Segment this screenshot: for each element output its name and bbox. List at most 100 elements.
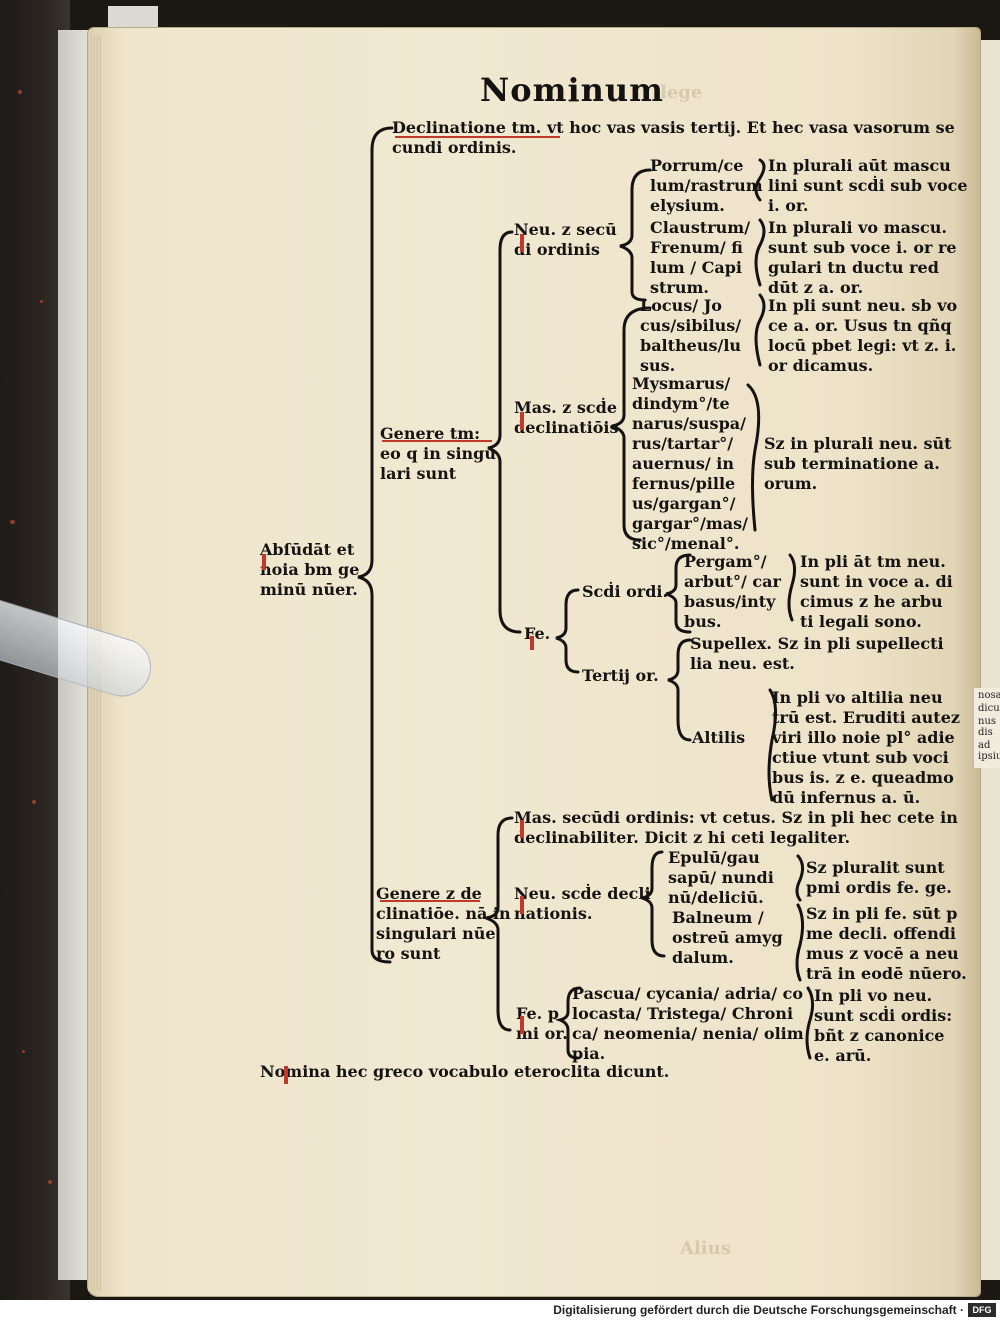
masculinum-secundi-line: declinabiliter. Dicit z hi ceti legalite… — [514, 828, 958, 848]
balneum-note-line: Sz in pli fe. sūt p — [806, 904, 967, 924]
porrum-line: lum/rastrum — [650, 176, 763, 196]
supellex-line: lia neu. est. — [690, 654, 944, 674]
epulum-line: sapū/ nundi — [668, 868, 774, 888]
balneum-line: dalum. — [672, 948, 783, 968]
pascua-note-line: In pli vo neu. — [814, 986, 952, 1006]
altilis-note-line: viri illo noie pl° adie — [772, 728, 960, 748]
neutrum-secunde-line: nationis. — [514, 904, 651, 924]
rubric-stroke — [520, 412, 524, 430]
locus-line: Locus/ Jo — [640, 296, 741, 316]
mysmarus-line: sic°/menal°. — [632, 534, 748, 554]
cover-speck — [10, 520, 15, 524]
altilis-note-line: ctiue vtunt sub voci — [772, 748, 960, 768]
altilis-note-line: bus is. z e. queadmo — [772, 768, 960, 788]
show-through-text: Alius — [680, 1238, 731, 1259]
cover-speck — [48, 1180, 52, 1184]
pascua-list: Pascua/ cycania/ adria/ co locasta/ Tris… — [572, 984, 804, 1064]
mysmarus-line: Mysmarus/ — [632, 374, 748, 394]
porrum-list: Porrum/ce lum/rastrum elysium. — [650, 156, 763, 216]
pergamus-note-line: sunt in voce a. di — [800, 572, 953, 592]
masculinum-secundi-entry: Mas. secūdi ordinis: vt cetus. Sz in pli… — [514, 808, 958, 848]
locus-note: In pli sunt neu. sb vo ce a. or. Usus tn… — [768, 296, 957, 376]
rubric-underline — [382, 440, 492, 442]
balneum-line: Balneum / — [672, 908, 783, 928]
dfg-logo[interactable]: DFG — [968, 1303, 996, 1317]
pergamus-line: arbut°/ car — [684, 572, 781, 592]
epulum-note-line: Sz pluralit sunt — [806, 858, 952, 878]
claustrum-note-line: dūt z a. or. — [768, 278, 957, 298]
balneum-note: Sz in pli fe. sūt p me decli. offendi mu… — [806, 904, 967, 984]
secundi-ordinis-label: Scḋi ordi. — [582, 582, 668, 602]
balneum-note-line: me decli. offendi — [806, 924, 967, 944]
locus-line: baltheus/lu — [640, 336, 741, 356]
mysmarus-note-line: Sz in plurali neu. sūt — [764, 434, 952, 454]
mysmarus-line: fernus/pille — [632, 474, 748, 494]
supellex-entry: Supellex. Sz in pli supellecti lia neu. … — [690, 634, 944, 674]
mysmarus-line: dindym°/te — [632, 394, 748, 414]
genere-declinatione-line: clinatiōe. nā in — [376, 904, 511, 924]
mysmarus-note: Sz in plurali neu. sūt sub terminatione … — [764, 434, 952, 494]
pergamus-list: Pergam°/ arbut°/ car basus/inty bus. — [684, 552, 781, 632]
show-through-text: lege — [660, 82, 702, 103]
declinatione-line-cont: cundi ordinis. — [392, 138, 517, 158]
genere-declinatione-heading: Genere z de clinatiōe. nā in singulari n… — [376, 884, 511, 964]
claustrum-note-line: In plurali vo mascu. — [768, 218, 957, 238]
pascua-note: In pli vo neu. sunt scḋi ordis: bñt z ca… — [814, 986, 952, 1066]
locus-list: Locus/ Jo cus/sibilus/ baltheus/lu sus. — [640, 296, 741, 376]
root-line: minū nūer. — [260, 580, 359, 600]
pergamus-line: Pergam°/ — [684, 552, 781, 572]
epulum-list: Epulū/gau sapū/ nundi nū/deliciū. — [668, 848, 774, 908]
claustrum-list: Claustrum/ Frenum/ fi lum / Capi strum. — [650, 218, 750, 298]
mysmarus-line: auernus/ in — [632, 454, 748, 474]
locus-note-line: or dicamus. — [768, 356, 957, 376]
altilis-note-line: trū est. Eruditi autez — [772, 708, 960, 728]
pascua-note-line: sunt scḋi ordis: — [814, 1006, 952, 1026]
pascua-line: ca/ neomenia/ nenia/ olim — [572, 1024, 804, 1044]
balneum-note-line: mus z vocē a neu — [806, 944, 967, 964]
locus-note-line: In pli sunt neu. sb vo — [768, 296, 957, 316]
mysmarus-line: us/gargan°/ — [632, 494, 748, 514]
balneum-note-line: trā in eodē nūero. — [806, 964, 967, 984]
claustrum-line: strum. — [650, 278, 750, 298]
rubric-stroke — [262, 554, 266, 570]
claustrum-note: In plurali vo mascu. sunt sub voce i. or… — [768, 218, 957, 298]
porrum-note-line: i. or. — [768, 196, 968, 216]
locus-line: cus/sibilus/ — [640, 316, 741, 336]
claustrum-line: Frenum/ fi — [650, 238, 750, 258]
balneum-list: Balneum / ostreū amyg dalum. — [672, 908, 783, 968]
pascua-line: locasta/ Tristega/ Chroni — [572, 1004, 804, 1024]
claustrum-note-line: sunt sub voce i. or re — [768, 238, 957, 258]
pergamus-line: bus. — [684, 612, 781, 632]
tertii-ordinis-label: Tertij or. — [582, 666, 659, 686]
balneum-line: ostreū amyg — [672, 928, 783, 948]
pascua-note-line: bñt z canonice — [814, 1026, 952, 1046]
neutrum-secundi-line: Neu. z secū — [514, 220, 617, 240]
porrum-note-line: lini sunt scḋi sub voce — [768, 176, 968, 196]
masculinum-secunde-line: Mas. z scḋe — [514, 398, 624, 418]
claustrum-note-line: gulari tn ductu red — [768, 258, 957, 278]
rubric-underline — [395, 136, 560, 138]
closing-line: Nomina hec greco vocabulo eteroclita dic… — [260, 1062, 669, 1082]
mysmarus-line: gargar°/mas/ — [632, 514, 748, 534]
genere-declinatione-line: singulari nūe — [376, 924, 511, 944]
cover-speck — [32, 800, 36, 804]
pergamus-note-line: ti legali sono. — [800, 612, 953, 632]
mysmarus-line: narus/suspa/ — [632, 414, 748, 434]
viewer-footer-bar: Digitalisierung gefördert durch die Deut… — [0, 1300, 1000, 1321]
root-line: Abſūdāt et — [260, 540, 359, 560]
altilis-note-line: In pli vo altilia neu — [772, 688, 960, 708]
masculinum-secunde-heading: Mas. z scḋe declinatiōis. — [514, 398, 624, 438]
locus-line: sus. — [640, 356, 741, 376]
cover-speck — [40, 300, 43, 303]
porrum-line: elysium. — [650, 196, 763, 216]
genere-tantum-heading: Genere tm: eo q in singu lari sunt — [380, 424, 496, 484]
genere-tantum-line: lari sunt — [380, 464, 496, 484]
neutrum-secunde-heading: Neu. scḋe decli nationis. — [514, 884, 651, 924]
funding-credit: Digitalisierung gefördert durch die Deut… — [553, 1303, 964, 1317]
facing-page-margin-note: nosa dicunt nus dis ad ipsius — [973, 688, 1000, 768]
mysmarus-line: rus/tartar°/ — [632, 434, 748, 454]
altilis-label: Altilis — [692, 728, 745, 748]
masculinum-secunde-line: declinatiōis. — [514, 418, 624, 438]
mysmarus-note-line: orum. — [764, 474, 952, 494]
